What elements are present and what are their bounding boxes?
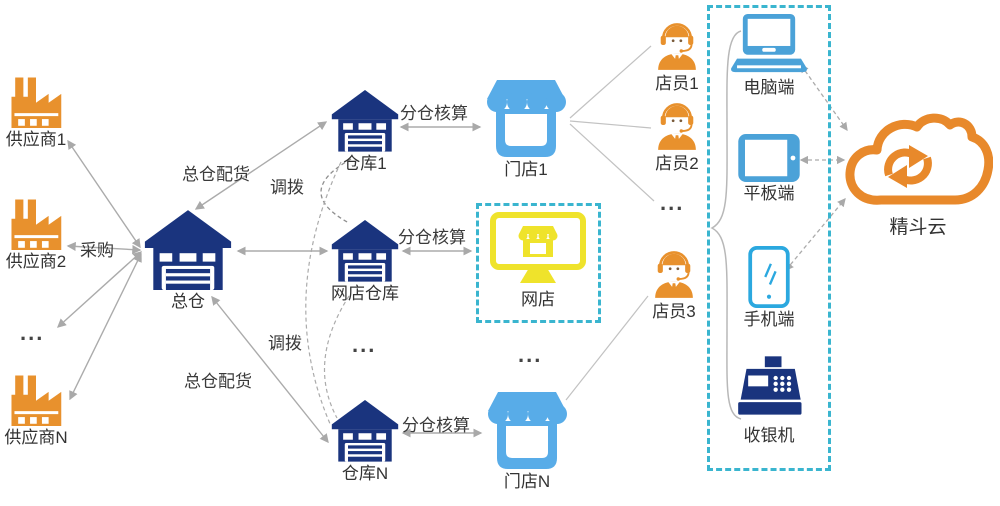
supplier-2-node: 供应商2	[0, 198, 72, 271]
clerk-2-node: 店员2	[645, 98, 709, 173]
edge-store1-clerk1	[569, 45, 652, 119]
factory-icon	[11, 375, 62, 426]
online-store-group-box	[476, 203, 601, 323]
laptop-icon	[731, 14, 807, 73]
store-1-node: 门店1	[480, 78, 572, 179]
cash-register-label: 收银机	[743, 426, 795, 445]
clerk-3-node: 店员3	[642, 246, 706, 321]
cloud-node: 精斗云	[843, 110, 993, 237]
online-store-label: 网店	[521, 290, 555, 309]
clerk-2-label: 店员2	[655, 154, 699, 173]
warehouse-1-label: 仓库1	[343, 154, 387, 173]
edge-label-accounting-bottom: 分仓核算	[402, 416, 470, 435]
online-store-monitor-icon	[490, 212, 586, 283]
cash-register-icon	[738, 356, 802, 415]
phone-label: 手机端	[743, 310, 795, 329]
supplier-n-node: 供应商N	[0, 374, 72, 447]
main-warehouse-label: 总仓	[171, 292, 205, 311]
warehouse-icon	[331, 90, 399, 152]
clerk-headset-icon	[655, 251, 693, 298]
tablet-label: 平板端	[743, 184, 795, 203]
supplier-1-node: 供应商1	[0, 76, 72, 149]
clerks-ellipsis: ...	[660, 190, 685, 215]
warehouses-ellipsis: ...	[352, 332, 377, 357]
suppliers-ellipsis: ...	[20, 320, 45, 345]
laptop-label: 电脑端	[743, 78, 795, 97]
main-warehouse-node: 总仓	[140, 208, 236, 311]
storefront-icon	[487, 80, 566, 157]
warehouse-1-node: 仓库1	[322, 88, 408, 173]
store-n-node: 门店N	[482, 390, 572, 491]
supplier-n-label: 供应商N	[4, 428, 68, 447]
store-n-label: 门店N	[503, 472, 551, 491]
edge-store1-ellipsis	[569, 123, 655, 202]
phone-icon	[748, 246, 790, 308]
warehouse-icon	[331, 400, 399, 462]
warehouse-icon	[144, 210, 232, 290]
clerk-1-node: 店员1	[645, 18, 709, 93]
stores-ellipsis: ...	[518, 342, 543, 367]
edge-label-transfer-top: 调拨	[270, 178, 304, 197]
factory-icon	[11, 199, 62, 250]
warehouse-n-node: 仓库N	[322, 398, 408, 483]
edge-label-accounting-top: 分仓核算	[400, 104, 468, 123]
cloud-label: 精斗云	[889, 217, 947, 238]
tablet-icon	[738, 134, 800, 182]
edge-label-transfer-bottom: 调拨	[268, 334, 302, 353]
cloud-sync-icon	[845, 113, 993, 205]
clerk-headset-icon	[658, 103, 696, 150]
edge-label-accounting-mid: 分仓核算	[398, 228, 466, 247]
edge-store1-clerk2	[569, 120, 652, 129]
edge-main-supplierN	[69, 252, 142, 401]
supplier-2-label: 供应商2	[5, 252, 67, 271]
store-1-label: 门店1	[504, 160, 548, 179]
clerk-headset-icon	[658, 23, 696, 70]
laptop-node: 电脑端	[724, 14, 814, 97]
warehouse-n-label: 仓库N	[341, 464, 389, 483]
edge-label-procurement: 采购	[80, 241, 114, 260]
clerk-3-label: 店员3	[652, 302, 696, 321]
edge-main-supplier1	[67, 139, 141, 249]
edge-label-distribution-top: 总仓配货	[182, 165, 250, 184]
factory-icon	[11, 77, 62, 128]
clerk-1-label: 店员1	[655, 74, 699, 93]
cash-register-node: 收银机	[724, 352, 814, 445]
net-warehouse-label: 网店仓库	[331, 284, 399, 303]
online-store-node: 网店	[488, 212, 588, 309]
warehouse-icon	[331, 220, 399, 282]
phone-node: 手机端	[724, 246, 814, 329]
edge-label-distribution-bottom: 总仓配货	[184, 372, 252, 391]
storefront-icon	[488, 392, 567, 469]
supplier-1-label: 供应商1	[5, 130, 67, 149]
tablet-node: 平板端	[724, 134, 814, 203]
